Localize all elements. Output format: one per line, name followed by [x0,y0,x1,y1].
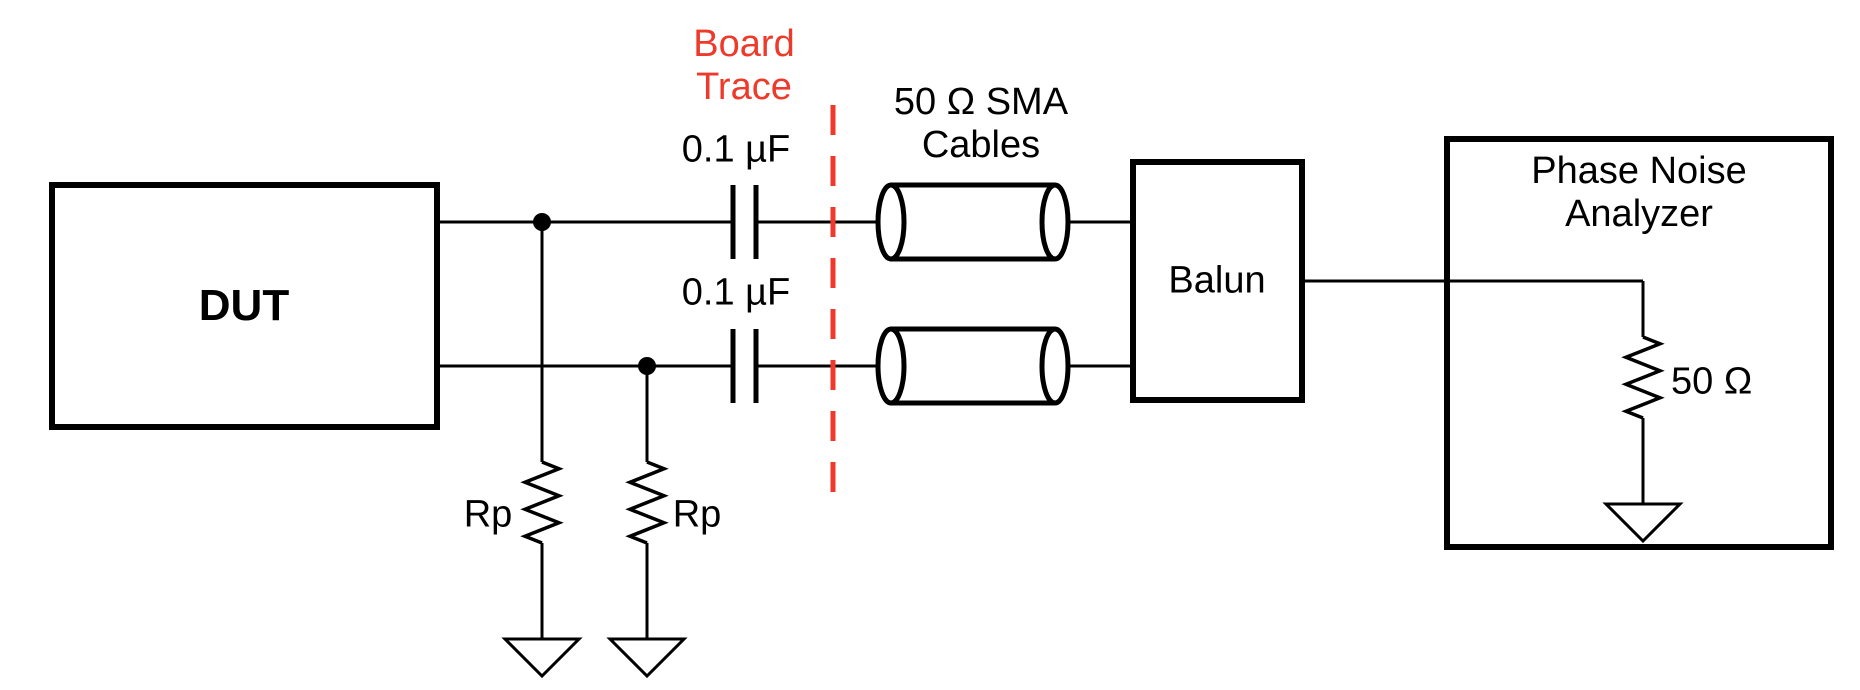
ground-symbol-pna [1602,502,1684,544]
rp-left-label: Rp [463,493,513,536]
rp-right-label: Rp [672,493,722,536]
sma-cable-top [875,182,1071,262]
cable-end-ellipse [1039,326,1071,406]
resistor-rp-right [625,460,669,545]
resistor-rp-left [520,460,564,545]
cable-end-ellipse [1039,182,1071,262]
dut-box [49,182,440,430]
load-resistor-label: 50 Ω [1671,360,1753,403]
capacitor-bottom-label: 0.1 µF [681,271,791,314]
dut-label: DUT [198,281,290,330]
wires [437,220,1645,639]
phase-noise-analyzer-label: Phase Noise Analyzer [1531,150,1747,235]
sma-cable-bottom [875,326,1071,406]
ground-symbol-right [606,637,688,679]
junction-dot-top [533,213,551,231]
sma-cables-label: 50 Ω SMA Cables [893,81,1069,166]
phase-noise-analyzer-box [1444,136,1834,550]
balun-label: Balun [1168,259,1266,302]
resistor-50ohm [1621,335,1665,420]
board-trace-label: Board Trace [693,23,795,108]
capacitor-top-label: 0.1 µF [681,128,791,171]
ground-symbols [501,502,1684,679]
cable-end-ellipse [875,182,907,262]
resistors [520,335,1665,545]
capacitor-top [730,185,759,259]
balun-box [1130,159,1305,403]
ground-symbol-left [501,637,583,679]
cable-end-ellipse [875,326,907,406]
junction-dot-bottom [638,357,656,375]
capacitor-bottom [730,329,759,403]
